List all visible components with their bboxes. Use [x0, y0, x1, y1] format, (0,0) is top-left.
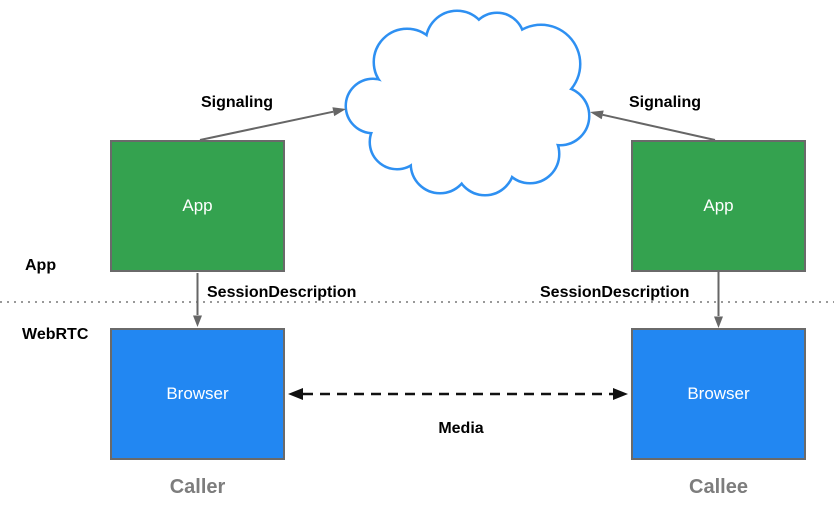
caller-app-node: App: [110, 140, 285, 272]
session-description-arrow-right: [714, 272, 723, 328]
caller-browser-label: Browser: [166, 384, 229, 403]
network-cloud-icon: [344, 9, 591, 197]
app-layer-label: App: [25, 257, 57, 274]
session-description-label-left: SessionDescription: [207, 284, 357, 301]
caller-browser-node: Browser: [110, 328, 285, 460]
media-arrow: [288, 388, 628, 400]
callee-app-label: App: [703, 196, 734, 215]
signaling-arrow-right: [590, 110, 716, 141]
caller-app-label: App: [182, 196, 213, 215]
callee-browser-label: Browser: [687, 384, 750, 403]
callee-browser-node: Browser: [631, 328, 806, 460]
signaling-arrow-left: [199, 107, 346, 141]
signaling-label-right: Signaling: [629, 94, 701, 111]
callee-app-node: App: [631, 140, 806, 272]
callee-caption: Callee: [689, 476, 748, 498]
media-label: Media: [438, 420, 484, 437]
webrtc-layer-label: WebRTC: [22, 326, 89, 343]
session-description-arrow-left: [193, 273, 202, 327]
caller-caption: Caller: [169, 476, 226, 498]
session-description-label-right: SessionDescription: [540, 284, 690, 301]
signaling-label-left: Signaling: [201, 94, 273, 111]
